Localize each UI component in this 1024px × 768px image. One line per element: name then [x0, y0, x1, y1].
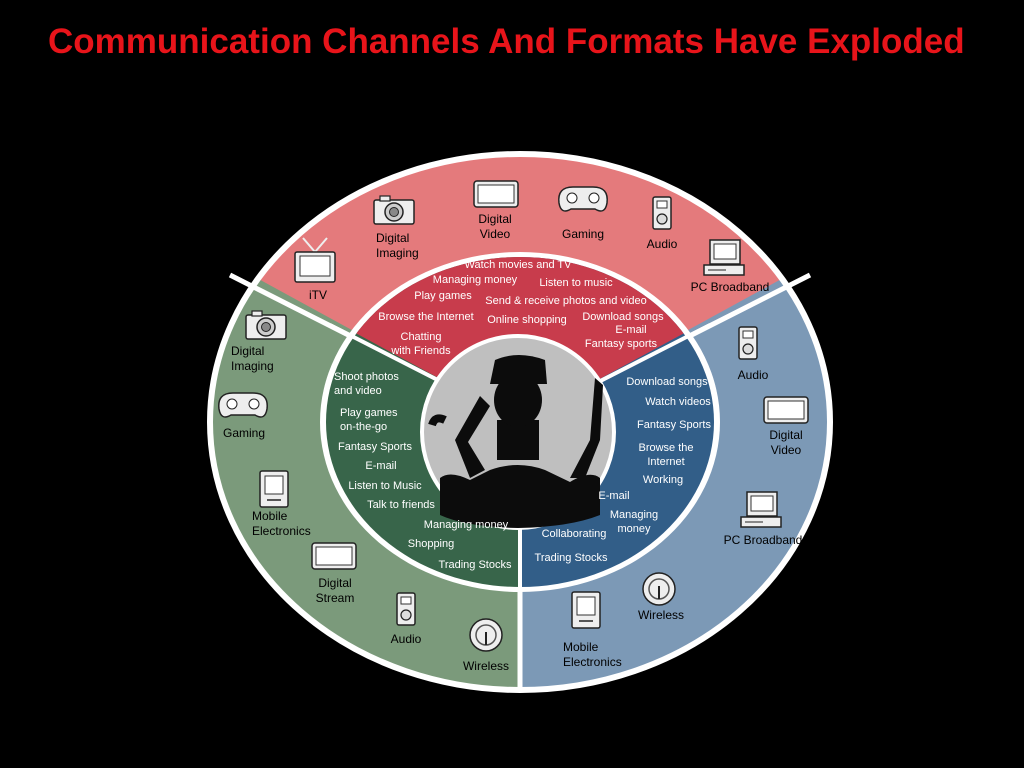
- inner-top-label-listen-to-music: Listen to music: [539, 277, 613, 289]
- inner-top-label-managing-money: Managing money: [433, 274, 518, 286]
- inner-right-label-fantasy-sports: Fantasy Sports: [637, 419, 711, 431]
- inner-top-label-online-shopping: Online shopping: [487, 314, 567, 326]
- outer-right-label-pc-broadband: PC Broadband: [724, 533, 803, 547]
- person-silhouette: [420, 334, 616, 530]
- audio-player-icon: [738, 326, 758, 360]
- outer-top-label-audio: Audio: [647, 237, 678, 251]
- pda-icon: [259, 470, 289, 508]
- inner-left-label-fantasy-sports: Fantasy Sports: [338, 441, 412, 453]
- inner-top-label-e-mail: E-mail: [615, 324, 646, 336]
- audio-player-icon: [652, 196, 672, 230]
- inner-top-label-fantasy-sports: Fantasy sports: [585, 338, 658, 350]
- outer-top-label-pc-broadband: PC Broadband: [691, 280, 770, 294]
- inner-top-label-browse-the-internet: Browse the Internet: [378, 311, 473, 323]
- gamepad-icon: [558, 186, 608, 212]
- audio-player-icon: [396, 592, 416, 626]
- inner-top-label-send-receive-photos-and-video: Send & receive photos and video: [485, 295, 646, 307]
- inner-right-label-collaborating: Collaborating: [542, 528, 607, 540]
- outer-right-label-audio: Audio: [738, 368, 769, 382]
- inner-right-label-download-songs: Download songs: [626, 376, 708, 388]
- inner-left-label-talk-to-friends: Talk to friends: [367, 499, 435, 511]
- inner-left-label-managing-money: Managing money: [424, 519, 509, 531]
- outer-left-label-audio: Audio: [391, 632, 422, 646]
- inner-right-label-e-mail: E-mail: [598, 490, 629, 502]
- outer-top-label-itv: iTV: [309, 288, 327, 302]
- inner-top-label-play-games: Play games: [414, 290, 472, 302]
- inner-left-label-trading-stocks: Trading Stocks: [439, 559, 512, 571]
- camera-icon: [373, 195, 415, 225]
- computer-icon: [703, 239, 745, 276]
- inner-right-label-working: Working: [643, 474, 683, 486]
- computer-icon: [740, 491, 782, 528]
- tv-antenna-icon: [294, 237, 336, 283]
- inner-left-label-e-mail: E-mail: [365, 460, 396, 472]
- inner-right-label-trading-stocks: Trading Stocks: [535, 552, 608, 564]
- screen-icon: [473, 180, 519, 208]
- screen-icon: [763, 396, 809, 424]
- wireless-icon: [642, 572, 676, 606]
- inner-left-label-shopping: Shopping: [408, 538, 455, 550]
- outer-right-label-wireless: Wireless: [638, 608, 684, 622]
- wireless-icon: [469, 618, 503, 652]
- pda-icon: [571, 591, 601, 629]
- outer-left-label-gaming: Gaming: [223, 426, 265, 440]
- screen-icon: [311, 542, 357, 570]
- inner-top-label-watch-movies-and-tv: Watch movies and TV: [465, 259, 573, 271]
- gamepad-icon: [218, 392, 268, 418]
- outer-top-label-gaming: Gaming: [562, 227, 604, 241]
- outer-left-label-wireless: Wireless: [463, 659, 509, 673]
- camera-icon: [245, 310, 287, 340]
- inner-right-label-watch-videos: Watch videos: [645, 396, 711, 408]
- inner-left-label-listen-to-music: Listen to Music: [348, 480, 422, 492]
- slide-title: Communication Channels And Formats Have …: [48, 22, 965, 61]
- inner-top-label-download-songs: Download songs: [582, 311, 664, 323]
